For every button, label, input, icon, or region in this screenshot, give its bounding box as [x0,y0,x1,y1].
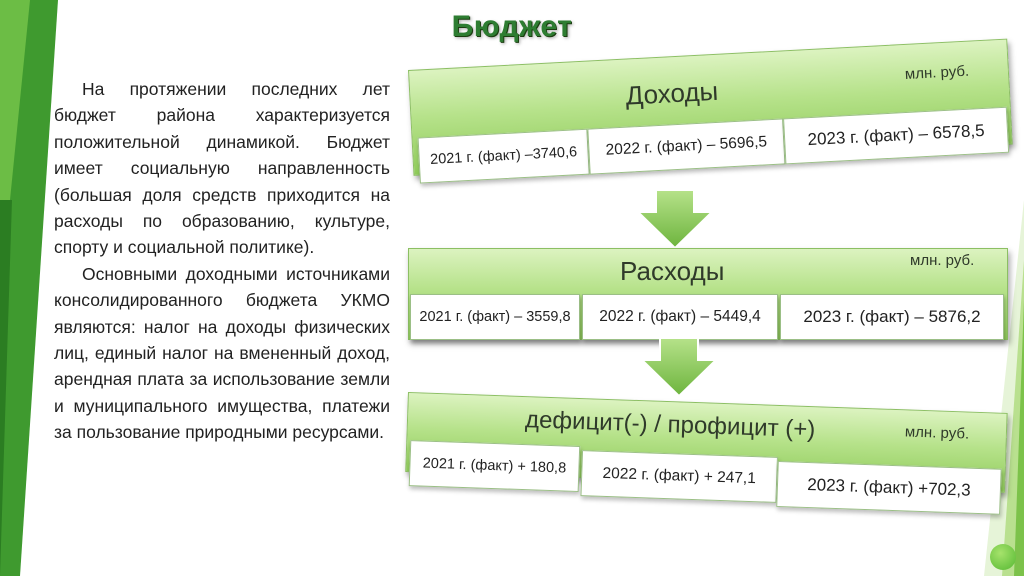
down-arrow-2 [640,338,718,398]
balance-2022: 2022 г. (факт) + 247,1 [580,450,778,503]
income-unit: млн. руб. [904,62,970,83]
down-arrow-1 [636,190,714,250]
expense-2021: 2021 г. (факт) – 3559,8 [410,294,580,340]
balance-unit: млн. руб. [904,423,970,443]
balance-2021: 2021 г. (факт) + 180,8 [408,440,581,493]
description-text: На протяжении последних лет бюджет район… [54,76,390,446]
slide-title: Бюджет [451,10,573,43]
nav-circle-icon[interactable] [990,544,1016,570]
income-2021: 2021 г. (факт) –3740,6 [417,128,590,184]
expense-unit: млн. руб. [910,252,975,269]
expense-2023: 2023 г. (факт) – 5876,2 [780,294,1004,340]
expense-2022: 2022 г. (факт) – 5449,4 [582,294,778,340]
paragraph-revenue-sources: Основными доходными источниками консолид… [54,263,390,443]
expense-panel: Расходы млн. руб. 2021 г. (факт) – 3559,… [408,248,1008,344]
balance-2023: 2023 г. (факт) +702,3 [776,460,1002,515]
expense-title: Расходы [620,256,725,286]
left-decorative-stripes [0,0,58,576]
paragraph-dynamics: На протяжении последних лет бюджет район… [54,79,390,258]
balance-panel: дефицит(-) / профицит (+) млн. руб. 2021… [404,392,1008,541]
income-2022: 2022 г. (факт) – 5696,5 [587,118,786,175]
income-title: Доходы [624,75,719,111]
